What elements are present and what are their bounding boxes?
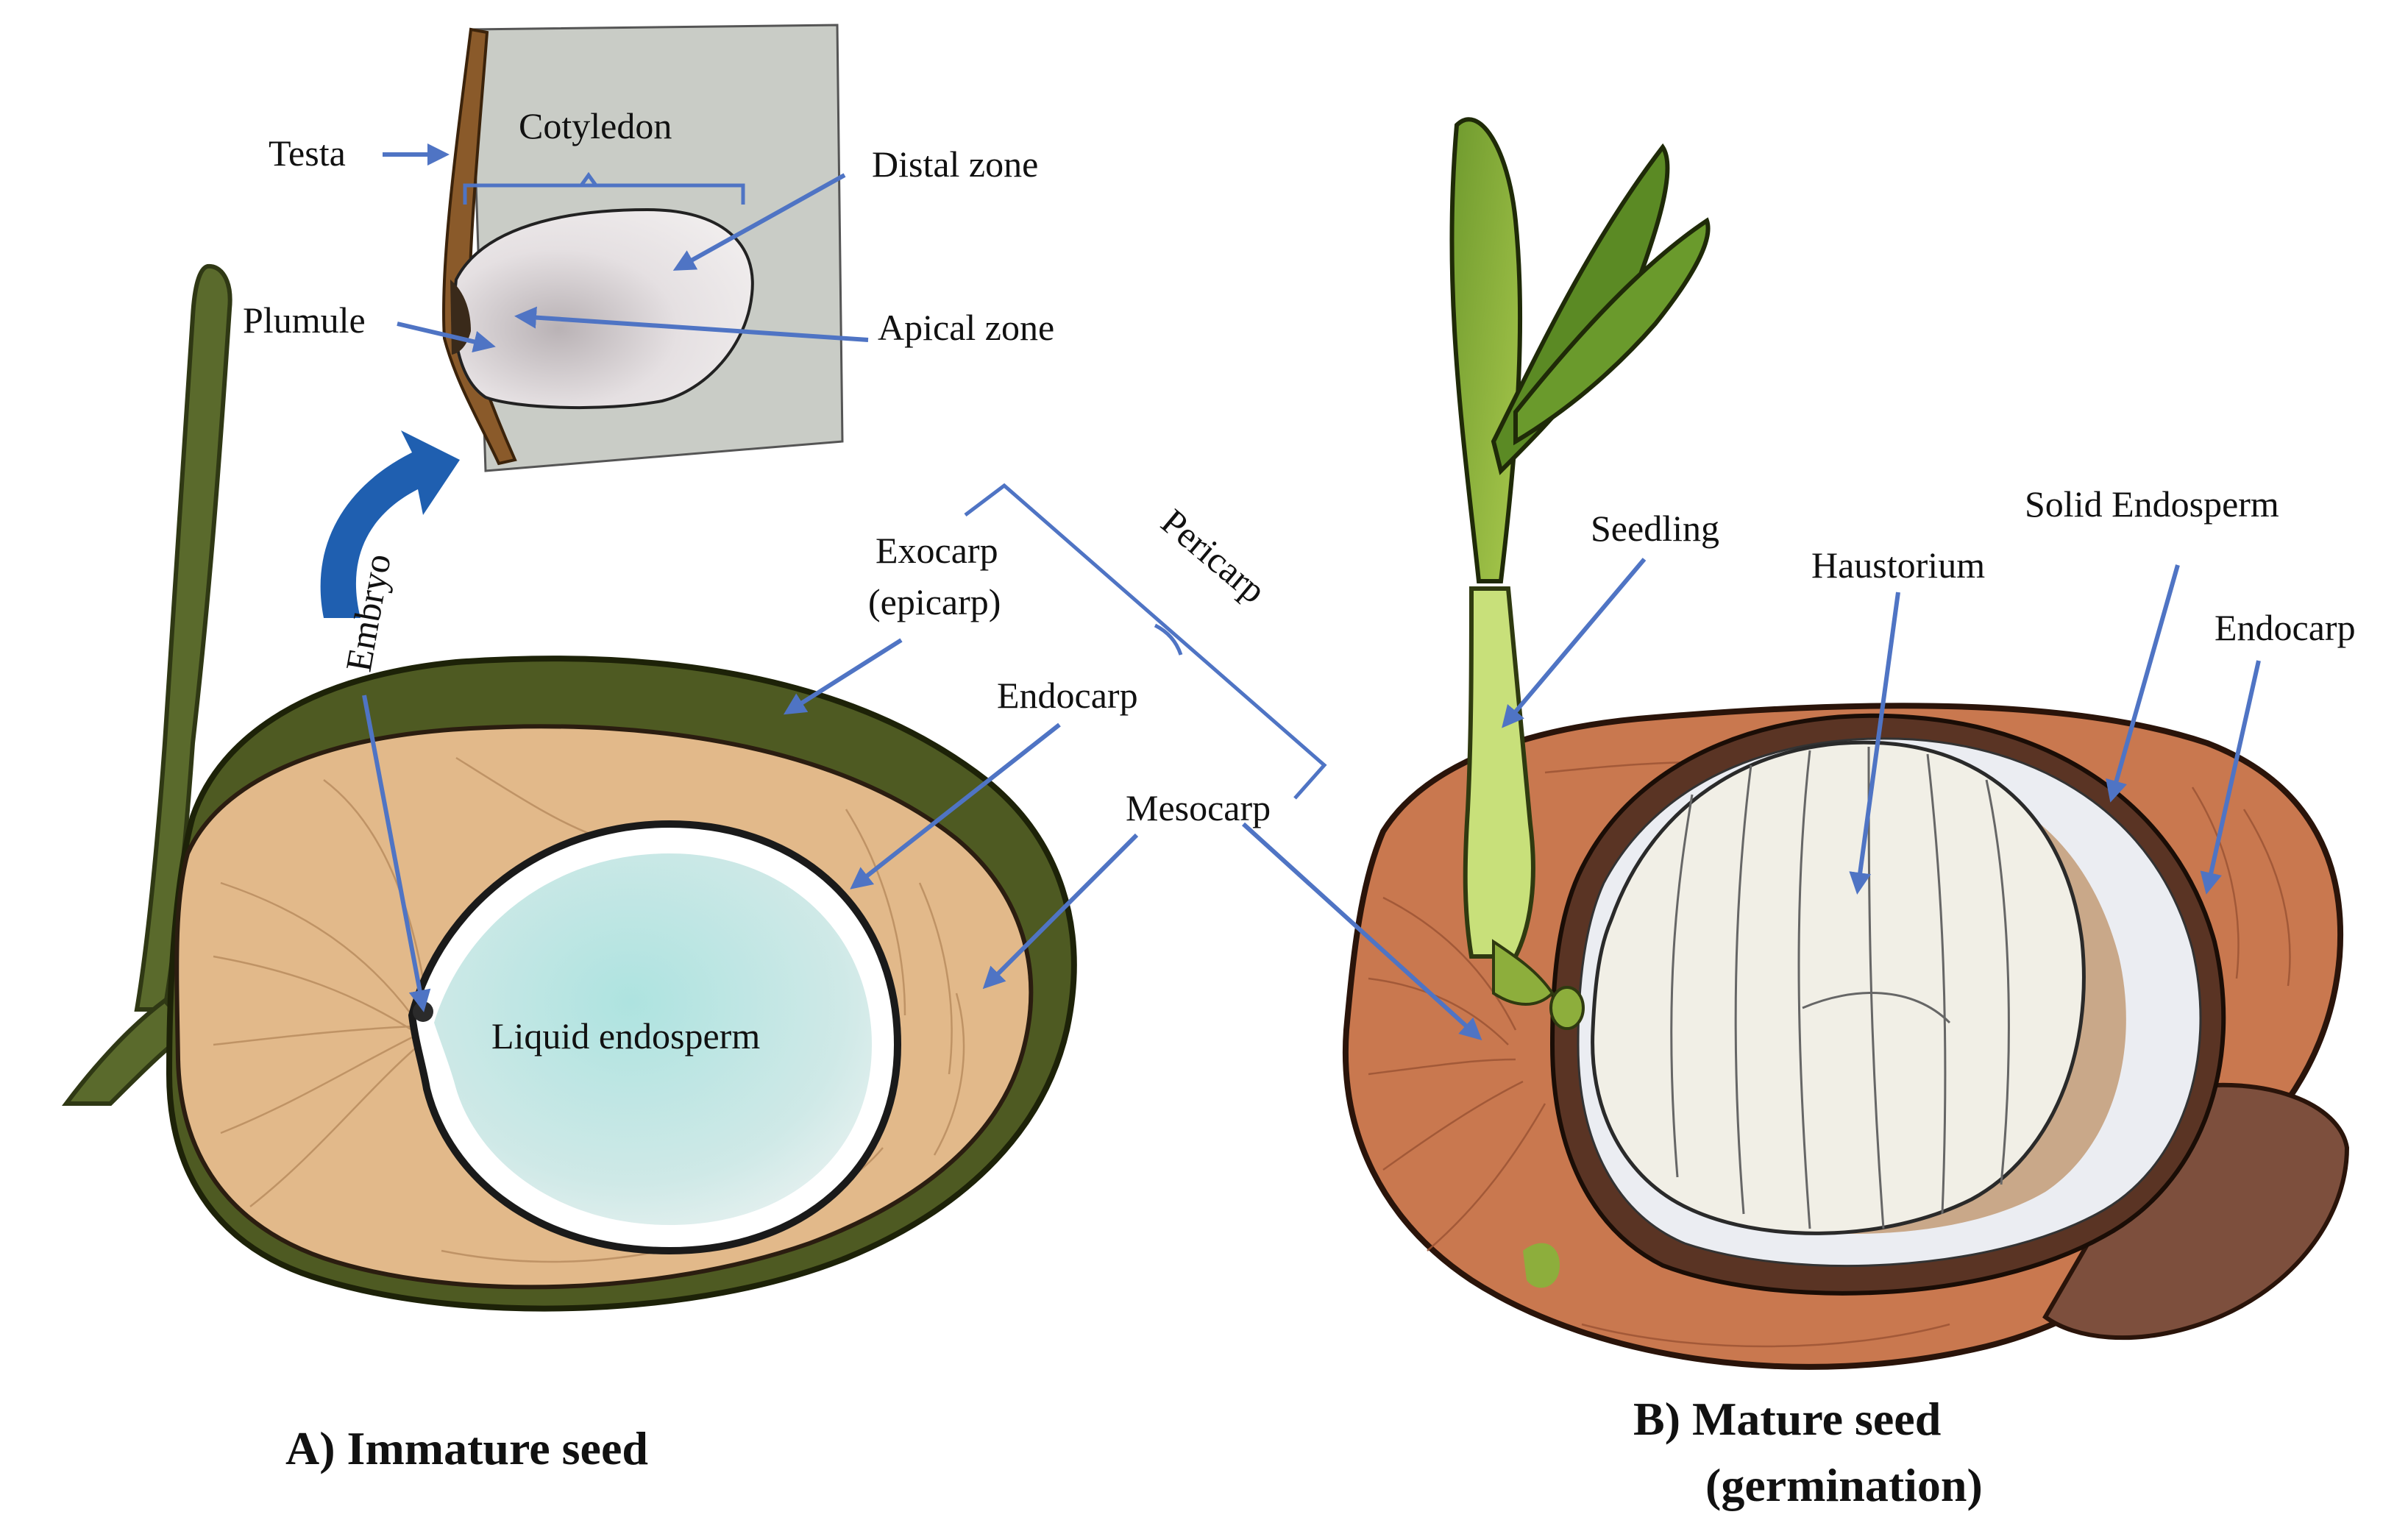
arrow-exocarp [783, 638, 903, 715]
caption-germination: (germination) [1705, 1459, 1983, 1511]
label-exocarp-epicarp: (epicarp) [868, 581, 1001, 622]
arrow-haustorium [1849, 592, 1900, 895]
arrow-solid-endosperm [2106, 564, 2180, 803]
liquid-endosperm-cavity [434, 853, 872, 1225]
arrow-apical-zone [514, 306, 869, 342]
arrow-distal-zone [672, 173, 846, 271]
arrow-endocarp-b [2200, 660, 2261, 895]
label-endocarp-a: Endocarp [997, 675, 1138, 716]
embryo-zoom-arrow [320, 430, 460, 618]
labels: Testa Cotyledon Distal zone Plumule Apic… [243, 105, 2356, 1057]
seedling [1449, 117, 1711, 1288]
label-mesocarp: Mesocarp [1126, 787, 1271, 828]
label-endocarp-b: Endocarp [2215, 607, 2356, 648]
arrow-mesocarp-b [1241, 822, 1482, 1041]
cotyledon-bracket [463, 171, 745, 205]
haustorium-shape [1591, 740, 2086, 1235]
arrow-embryo [362, 695, 431, 1012]
label-arrows [362, 143, 2261, 1041]
pericarp-bracket [964, 483, 1327, 800]
caption-immature-seed: A) Immature seed [285, 1422, 648, 1474]
arrow-endocarp-a [850, 722, 1061, 889]
label-exocarp: Exocarp [876, 530, 998, 571]
label-plumule: Plumule [243, 299, 366, 341]
label-apical-zone: Apical zone [878, 307, 1054, 348]
label-cotyledon: Cotyledon [519, 105, 672, 146]
label-distal-zone: Distal zone [872, 143, 1038, 185]
husk-fibres [213, 756, 965, 1263]
label-pericarp: Pericarp [1154, 501, 1274, 611]
label-haustorium: Haustorium [1811, 544, 1985, 586]
embryo-inset [442, 24, 844, 472]
arrow-seedling [1502, 558, 1647, 728]
cotyledon-shape [452, 207, 754, 410]
arrow-plumule [397, 322, 496, 353]
mature-seed-illustration [1343, 117, 2350, 1370]
label-solid-endosperm: Solid Endosperm [2025, 483, 2279, 525]
label-seedling: Seedling [1591, 508, 1719, 549]
immature-seed-illustration [61, 263, 1077, 1312]
arrow-mesocarp-a [982, 833, 1139, 990]
mature-husk-fibres [1368, 761, 2291, 1348]
label-liquid-endosperm: Liquid endosperm [491, 1015, 760, 1057]
caption-mature-seed: B) Mature seed [1633, 1393, 1941, 1445]
captions: A) Immature seed B) Mature seed (germina… [285, 1393, 1983, 1511]
label-testa: Testa [269, 132, 346, 174]
